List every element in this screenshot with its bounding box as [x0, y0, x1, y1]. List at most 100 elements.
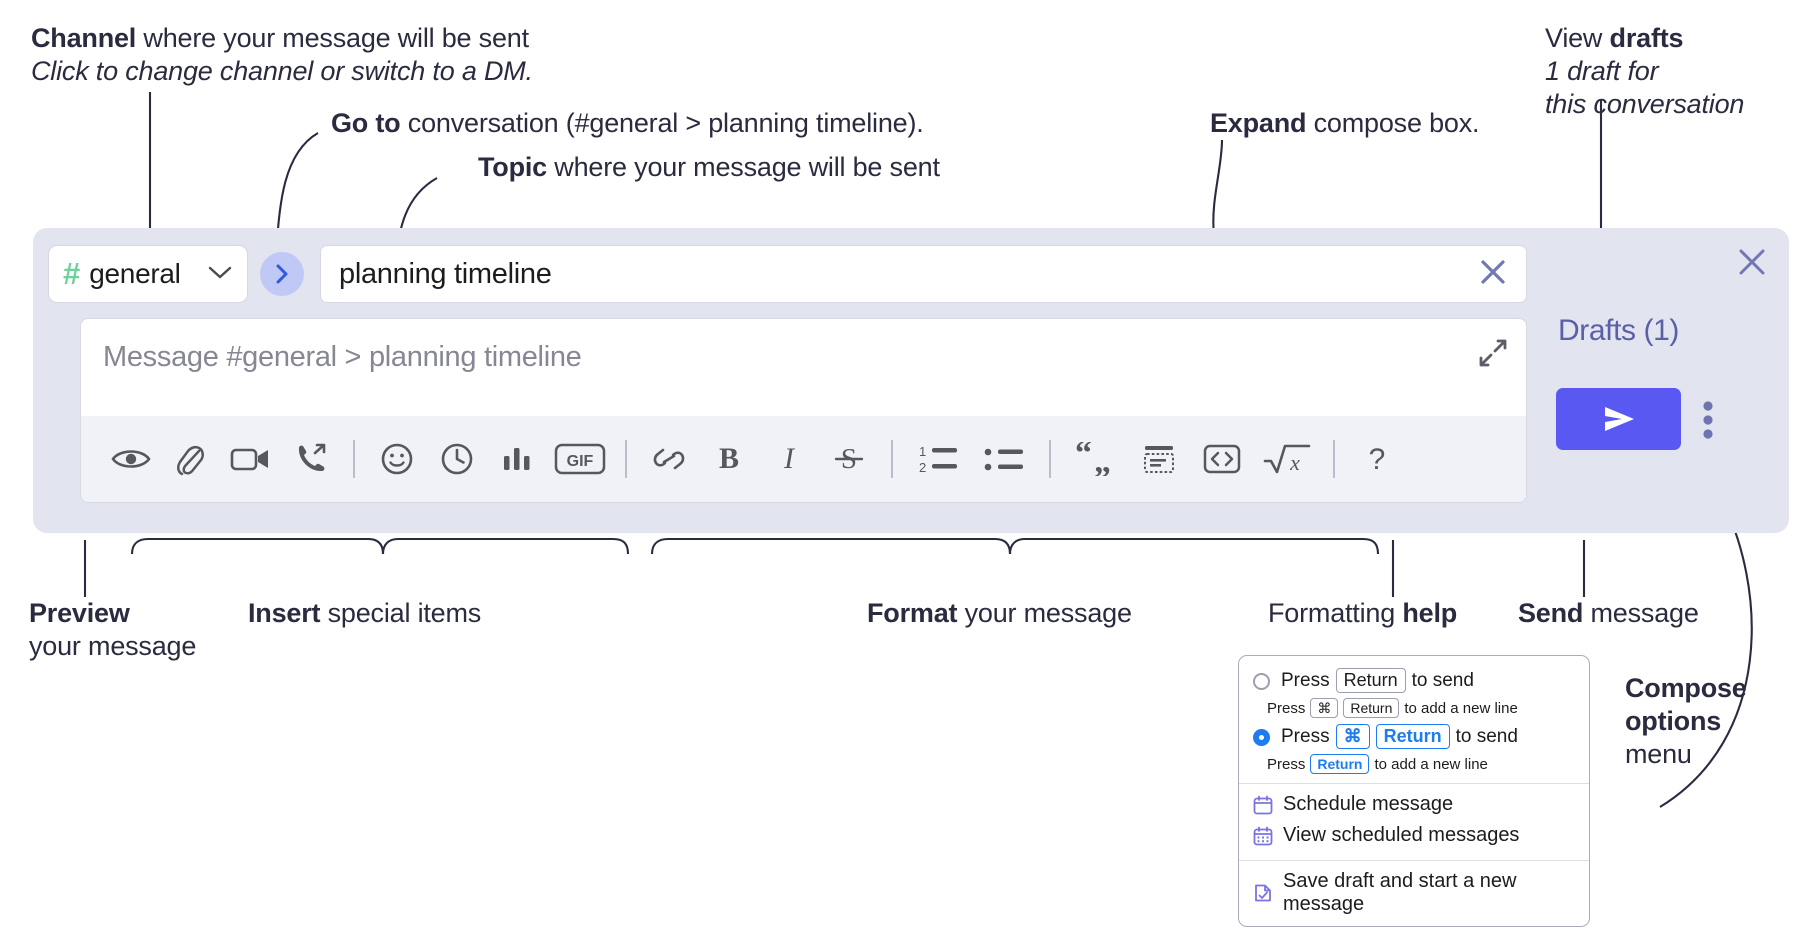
expand-compose-button[interactable]: [1478, 338, 1508, 373]
message-input-area[interactable]: Message #general > planning timeline: [81, 319, 1526, 417]
svg-text:1: 1: [919, 444, 926, 459]
topic-input[interactable]: planning timeline: [320, 245, 1527, 303]
topic-value: planning timeline: [339, 257, 552, 290]
inline-code-icon: [1203, 444, 1241, 474]
bold-icon: B: [719, 442, 739, 475]
option1-sub-post: to add a new line: [1404, 699, 1518, 717]
channel-selector[interactable]: # general: [48, 245, 248, 303]
annotation-topic-rest: where your message will be sent: [547, 152, 940, 182]
option2-key-cmd: ⌘: [1335, 724, 1370, 749]
compose-options-button[interactable]: [1702, 400, 1714, 445]
svg-text:x: x: [1289, 450, 1300, 475]
annotation-send: Send message: [1518, 597, 1699, 630]
close-x-icon: [1481, 259, 1505, 284]
menu-item-save-draft[interactable]: Save draft and start a new message: [1239, 866, 1589, 920]
close-compose-button[interactable]: [1735, 245, 1769, 284]
annotation-drafts-italic1: 1 draft for: [1545, 55, 1659, 86]
message-editor: Message #general > planning timeline: [80, 318, 1527, 503]
reminder-button[interactable]: [427, 431, 487, 487]
inline-code-button[interactable]: [1189, 431, 1255, 487]
menu-item-save-draft-label: Save draft and start a new message: [1283, 870, 1517, 915]
toolbar-separator-2: [625, 440, 627, 478]
bulleted-list-button[interactable]: [971, 431, 1037, 487]
option1-pre: Press: [1281, 669, 1330, 691]
message-input-placeholder: Message #general > planning timeline: [103, 341, 582, 373]
strikethrough-button[interactable]: S: [819, 431, 879, 487]
drafts-panel: Drafts (1): [1542, 228, 1789, 533]
menu-item-schedule-message[interactable]: Schedule message: [1239, 789, 1589, 820]
code-block-icon: [1144, 446, 1174, 473]
toolbar-separator-5: [1333, 440, 1335, 478]
annotation-preview-line2: your message: [29, 630, 197, 661]
italic-button[interactable]: I: [759, 431, 819, 487]
menu-item-view-scheduled[interactable]: View scheduled messages: [1239, 820, 1589, 851]
goto-conversation-button[interactable]: [260, 252, 304, 296]
preview-button[interactable]: [101, 431, 161, 487]
emoji-button[interactable]: [367, 431, 427, 487]
svg-text:I: I: [783, 442, 796, 475]
math-button[interactable]: x: [1255, 431, 1321, 487]
ordered-list-icon: 1 2: [919, 444, 957, 475]
blockquote-button[interactable]: “ „: [1063, 431, 1129, 487]
save-draft-check-icon: [1253, 883, 1273, 903]
option2-sub-pre: Press: [1267, 755, 1306, 773]
phone-call-icon: [298, 443, 326, 472]
annotation-insert-bold: Insert: [248, 598, 321, 628]
svg-text:2: 2: [919, 460, 926, 475]
send-option-cmd-return-hint: Press Return to add a new line: [1267, 754, 1589, 774]
radio-selected-icon[interactable]: [1253, 729, 1270, 746]
option2-key-return: Return: [1375, 724, 1450, 749]
toolbar-separator-4: [1049, 440, 1051, 478]
annotation-insert-rest: special items: [320, 598, 482, 628]
annotation-compose-options-line3: menu: [1625, 738, 1692, 769]
annotation-channel-italic: Click to change channel or switch to a D…: [31, 55, 533, 86]
drafts-link[interactable]: Drafts (1): [1558, 314, 1680, 347]
bold-button[interactable]: B: [699, 431, 759, 487]
send-option-cmd-return[interactable]: Press ⌘ Return to send: [1239, 724, 1589, 749]
option1-key-return: Return: [1335, 668, 1406, 693]
annotation-drafts-pre: View: [1545, 23, 1610, 53]
formatting-toolbar: GIF B: [81, 416, 1526, 502]
italic-icon: I: [783, 442, 796, 475]
code-block-button[interactable]: [1129, 431, 1189, 487]
calendar-schedule-icon: [1253, 795, 1273, 815]
call-button[interactable]: [281, 431, 341, 487]
attach-file-button[interactable]: [161, 431, 221, 487]
send-button[interactable]: [1556, 388, 1681, 450]
formatting-help-button[interactable]: ?: [1347, 431, 1407, 487]
bulleted-list-icon: [984, 448, 1023, 471]
annotation-format-rest: your message: [957, 598, 1132, 628]
close-x-icon: [1739, 249, 1765, 275]
annotation-goto-bold: Go to: [331, 108, 401, 138]
annotation-goto: Go to conversation (#general > planning …: [331, 107, 924, 140]
send-option-return[interactable]: Press Return to send: [1239, 668, 1589, 693]
topic-clear-button[interactable]: [1476, 255, 1510, 294]
annotation-channel-rest: where your message will be sent: [136, 23, 529, 53]
channel-name: general: [89, 258, 181, 289]
menu-divider-2: [1239, 860, 1589, 861]
svg-text:GIF: GIF: [567, 453, 594, 470]
annotation-help-bold: help: [1402, 598, 1458, 628]
ordered-list-button[interactable]: 1 2: [905, 431, 971, 487]
radio-unselected-icon[interactable]: [1253, 673, 1270, 690]
annotation-channel: Channel where your message will be sent …: [31, 22, 533, 88]
video-button[interactable]: [221, 431, 281, 487]
annotation-drafts-bold: drafts: [1609, 23, 1684, 53]
annotation-topic-bold: Topic: [478, 152, 547, 182]
svg-text:“: “: [1075, 442, 1092, 472]
send-option-return-hint: Press ⌘ Return to add a new line: [1267, 698, 1589, 718]
annotation-send-rest: message: [1583, 598, 1699, 628]
blockquote-icon: “ „: [1075, 442, 1111, 476]
gif-icon: GIF: [554, 443, 606, 475]
calendar-grid-icon: [1253, 826, 1273, 846]
option1-sub-key-cmd: ⌘: [1310, 698, 1339, 718]
preview-icon: [111, 450, 151, 468]
menu-item-view-scheduled-label: View scheduled messages: [1283, 824, 1520, 846]
poll-button[interactable]: [487, 431, 547, 487]
attachment-paperclip-icon: [177, 445, 204, 476]
clock-icon: [441, 443, 473, 475]
gif-button[interactable]: GIF: [547, 431, 613, 487]
video-camera-icon: [230, 448, 268, 471]
link-button[interactable]: [639, 431, 699, 487]
expand-diagonal-icon: [1479, 339, 1507, 367]
